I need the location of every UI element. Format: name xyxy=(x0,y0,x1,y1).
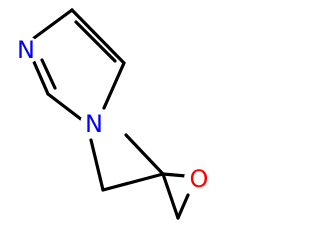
bond-spiro-c-o xyxy=(161,172,188,178)
atom-o-epoxide-label: O xyxy=(190,165,209,193)
bond-ch2-spiro-c xyxy=(101,172,165,192)
bond-c2-n3-inner xyxy=(40,58,57,90)
atom-n-attached: N xyxy=(80,110,108,138)
bond-c4-c5 xyxy=(70,8,126,65)
bond-c4-c5-inner xyxy=(74,20,117,63)
molecule-structure: N N O xyxy=(12,8,214,220)
atom-labels: N N O xyxy=(12,36,214,194)
atom-n-imine-label: N xyxy=(17,36,35,64)
bond-n1-c2 xyxy=(46,92,88,125)
bond-n1-ch2 xyxy=(89,138,105,192)
bond-spiro-c-epoxide-ch2 xyxy=(161,172,180,220)
bond-c5-n1 xyxy=(102,61,126,110)
atom-n-attached-label: N xyxy=(85,110,103,138)
molecule-canvas: N N O xyxy=(12,8,214,220)
bonds xyxy=(32,8,190,220)
bond-epoxide-ch2-o xyxy=(176,193,190,220)
atom-n-imine: N xyxy=(12,36,40,64)
bond-spiro-c-methyl xyxy=(124,133,165,176)
atom-o-epoxide: O xyxy=(184,164,214,194)
bond-c2-n3 xyxy=(32,60,50,96)
bond-n3-c4 xyxy=(32,8,74,40)
